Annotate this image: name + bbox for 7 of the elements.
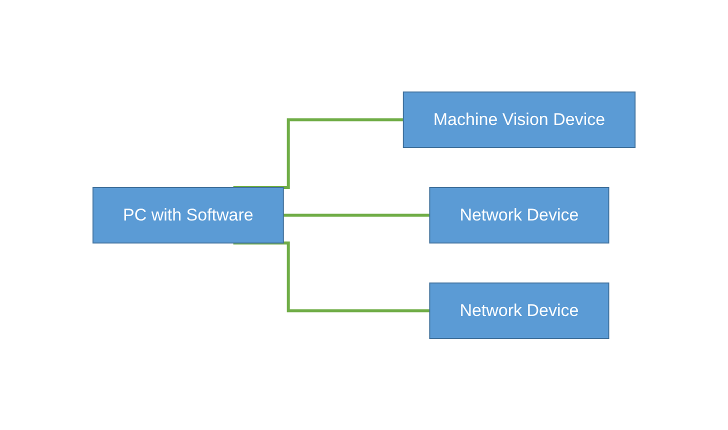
node-box: Network Device — [429, 186, 610, 244]
connector — [283, 214, 430, 216]
connector — [233, 118, 404, 189]
connector — [233, 241, 430, 312]
node-box: PC with Software — [92, 186, 284, 244]
node-box: Network Device — [429, 282, 610, 339]
node-box: Machine Vision Device — [402, 91, 636, 148]
